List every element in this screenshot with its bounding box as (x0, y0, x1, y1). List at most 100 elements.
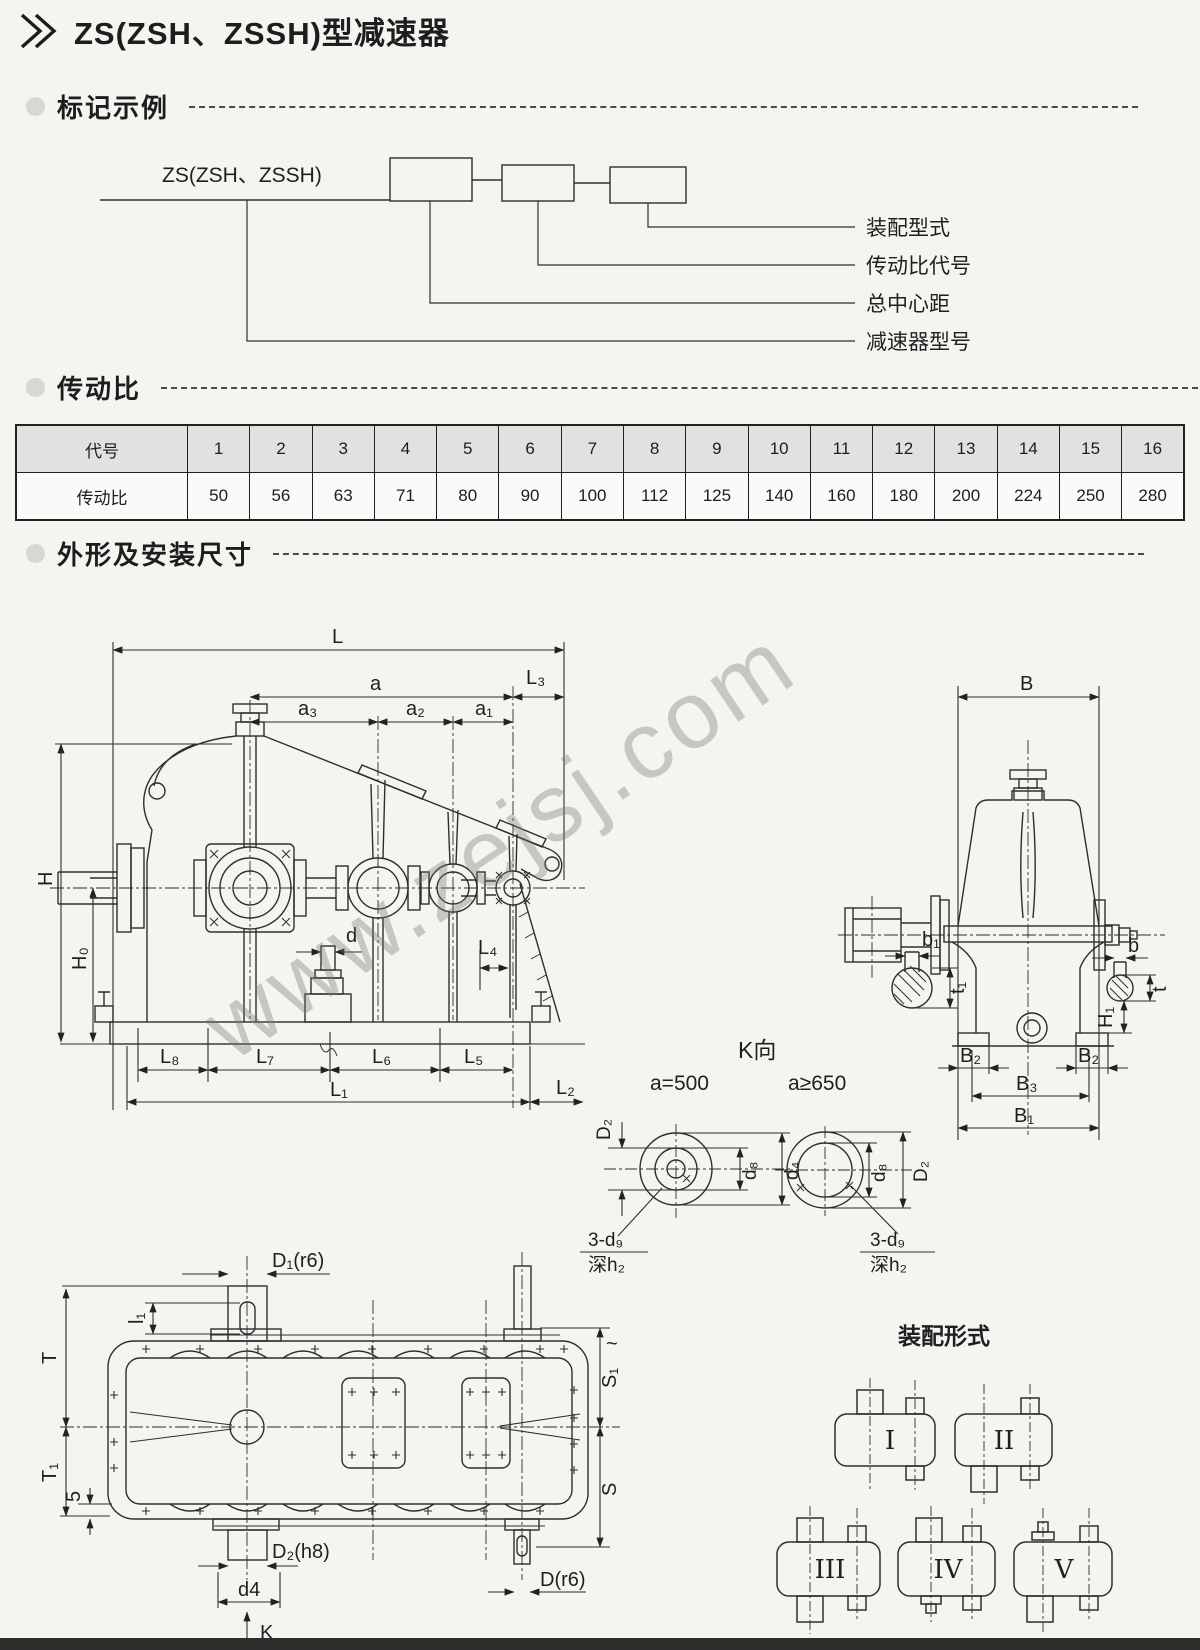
ratio-value-cell: 112 (622, 472, 687, 521)
assembly-form-label: IV (933, 1555, 963, 1585)
ratio-value-cell: 250 (1058, 472, 1123, 521)
callout-assembly-type: 装配型式 (866, 217, 950, 240)
ratio-value-cell: 71 (373, 472, 438, 521)
dim-label: L₄ (478, 937, 497, 959)
dim-label: B (1020, 673, 1033, 695)
assembly-forms: 装配形式 (776, 1323, 1113, 1634)
ratio-value-cell: 50 (186, 472, 251, 521)
ratio-value-cell: 160 (809, 472, 874, 521)
dim-label: a (370, 673, 382, 695)
dim-label: d₈ (869, 1164, 890, 1182)
dim-label: D₂ (594, 1119, 615, 1140)
values-row-label: 传动比 (15, 472, 188, 521)
k-view-title: K向 (738, 1037, 776, 1063)
ratio-value-cell: 63 (311, 472, 375, 521)
ratio-value-cell: 125 (685, 472, 749, 521)
ratio-code-cell: 11 (809, 424, 874, 473)
side-view-drawing: L a L₃ a₃ a₂ a₁ H H₀ L₄ d L₈ L₇ L₆ L₅ L₁… (35, 626, 585, 1110)
ratio-value-cell: 224 (996, 472, 1060, 521)
dim-label: a₂ (406, 698, 425, 720)
dim-label: L₆ (372, 1046, 391, 1068)
ratio-code-cell: 12 (872, 424, 936, 473)
ratio-code-cell: 10 (747, 424, 811, 473)
ratio-code-cell: 16 (1121, 424, 1185, 473)
marking-diagram: ZS(ZSH、ZSSH) 装配型式 传动比代号 总中心距 减速器型号 (100, 157, 971, 354)
front-view-drawing: B b₁ t₁ b t H₁ B₂ B₂ B₃ B₁ (838, 673, 1171, 1140)
dim-label: L₂ (556, 1077, 575, 1099)
dim-label: t₁ (947, 981, 969, 994)
dim-label: b₁ (922, 929, 940, 951)
dim-label: B₂ (960, 1045, 981, 1067)
dim-label: H₁ (1095, 1007, 1117, 1028)
ratio-code-cell: 8 (622, 424, 687, 473)
dim-label: B₁ (1014, 1105, 1034, 1127)
ratio-code-cell: 2 (249, 424, 313, 473)
k-view-caption-a650: a≥650 (788, 1072, 846, 1095)
dim-label: L₃ (526, 667, 545, 689)
section-dimensions: 外形及安装尺寸 (26, 535, 1144, 572)
dim-label: H (35, 872, 57, 886)
ratio-value-cell: 90 (498, 472, 562, 521)
assembly-form-label: III (815, 1555, 846, 1585)
dim-label: T (39, 1352, 61, 1364)
section-marking-example: 标记示例 (26, 88, 1138, 125)
dim-label: L₇ (256, 1046, 274, 1068)
dim-label: d4 (238, 1579, 260, 1601)
ratio-code-cell: 9 (685, 424, 749, 473)
dim-label: l₁ (126, 1313, 148, 1324)
k-view-caption-a500: a=500 (650, 1072, 709, 1095)
k-direction-views: K向 a=500 a≥650 (580, 1037, 935, 1276)
callout-center-distance: 总中心距 (866, 293, 950, 316)
hole-note: 3-d₉ (588, 1230, 623, 1251)
ratio-code-cell: 1 (186, 424, 251, 473)
ratio-value-cell: 280 (1121, 472, 1185, 521)
dim-label: 5 (63, 1491, 85, 1502)
dim-label: D₂ (911, 1161, 932, 1182)
section-heading: 标记示例 (57, 93, 170, 123)
cover-bolt-marks (348, 1388, 506, 1459)
dim-label: S (599, 1483, 621, 1496)
double-chevron-icon (20, 13, 57, 48)
section-bullet-icon (26, 544, 45, 563)
page-header: ZS(ZSH、ZSSH)型减速器 (16, 8, 450, 53)
hole-depth-note: 深h₂ (870, 1254, 907, 1276)
dim-label: B₂ (1078, 1045, 1099, 1067)
ratio-code-cell: 13 (934, 424, 998, 473)
dim-label: L₁ (330, 1079, 348, 1101)
dashed-rule (189, 105, 1138, 108)
dashed-rule (161, 386, 1198, 389)
dim-label: b (1128, 935, 1139, 957)
codes-row-label: 代号 (15, 424, 188, 473)
assembly-title: 装配形式 (898, 1323, 990, 1349)
plan-view-drawing: D₁(r6) l₁ T T₁ 5 ~ S₁ S D₂(h8) d4 K D(r6… (39, 1250, 621, 1644)
callout-reducer-model: 减速器型号 (866, 331, 971, 354)
ratio-value-cell: 140 (747, 472, 811, 521)
ratio-value-cell: 80 (436, 472, 500, 521)
dim-label: B₃ (1016, 1073, 1037, 1095)
section-heading: 传动比 (57, 374, 142, 404)
ratio-value-cell: 56 (249, 472, 313, 521)
dim-label: H₀ (69, 947, 91, 970)
hole-note: 3-d₉ (870, 1230, 905, 1251)
section-bullet-icon (26, 378, 45, 397)
hole-depth-note: 深h₂ (588, 1254, 625, 1276)
ratio-code-cell: 3 (311, 424, 375, 473)
dim-label: ~ (606, 1333, 618, 1355)
dim-label: D(r6) (540, 1569, 586, 1591)
dim-label: L₅ (464, 1046, 483, 1068)
dim-label: D₁(r6) (272, 1250, 324, 1272)
section-ratio: 传动比 (26, 369, 1198, 406)
dim-label: D₂(h8) (272, 1541, 330, 1563)
assembly-form-label: I (885, 1426, 895, 1456)
ratio-value-cell: 200 (934, 472, 998, 521)
ratio-value-cell: 100 (560, 472, 624, 521)
ratio-code-cell: 6 (498, 424, 562, 473)
assembly-form-label: II (994, 1426, 1015, 1456)
ratio-code-cell: 4 (373, 424, 438, 473)
ratio-code-cell: 5 (436, 424, 500, 473)
section-heading: 外形及安装尺寸 (57, 540, 254, 570)
dim-label: L (332, 626, 343, 648)
dim-label: d₄ (782, 1161, 803, 1180)
